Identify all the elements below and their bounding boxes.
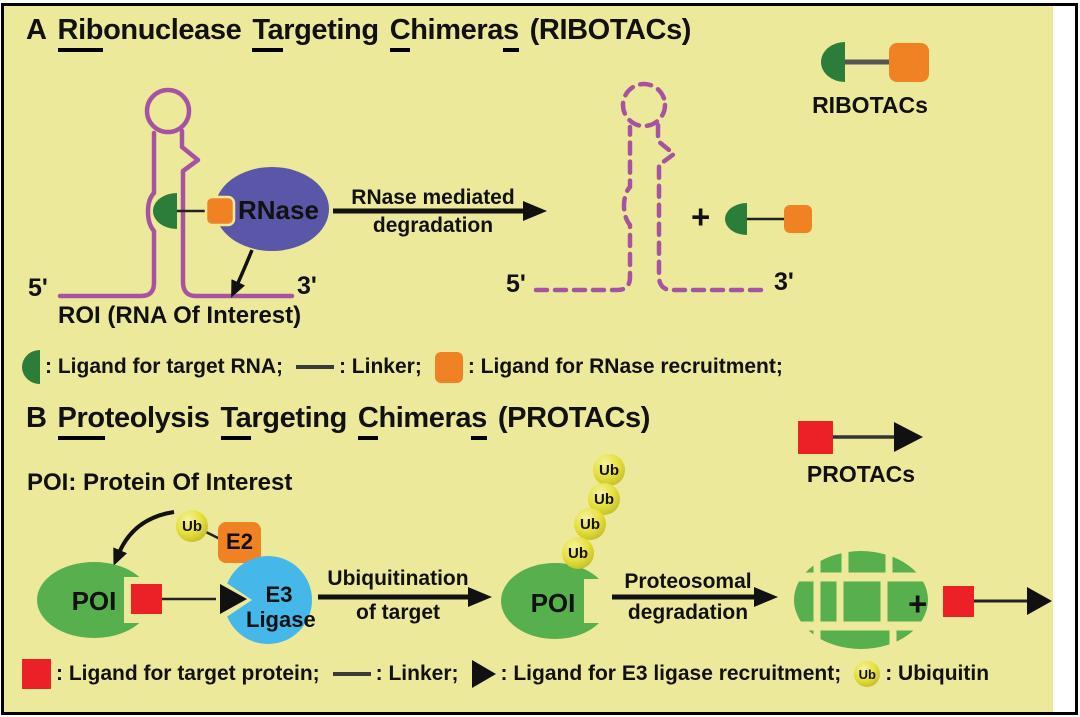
ribotacs-legend-icon [821, 42, 929, 82]
linker-line-icon [295, 365, 334, 369]
e3-ligase-label: E3 Ligase [246, 582, 316, 632]
rnase-ligand-icon [434, 351, 463, 383]
title-acronym: (RIBOTACs) [529, 14, 692, 46]
degraded-rna-hairpin-icon [533, 81, 771, 293]
ub-transfer-arrow [113, 510, 175, 566]
panel-a-legend: : Ligand for target RNA; : Linker; : Lig… [22, 350, 791, 384]
protein-ligand-icon [131, 584, 162, 614]
ubiquitin-icon: Ub [176, 510, 208, 542]
title-word: Chimeras [357, 402, 487, 440]
roi-label: ROI (RNA Of Interest) [58, 302, 302, 329]
rnase-ligand-icon [204, 195, 236, 227]
ub-label: Ub [182, 517, 202, 535]
title-acronym: (PROTACs) [497, 402, 651, 434]
poi-label: POI [71, 586, 117, 616]
title-word: Targeting [220, 402, 347, 440]
e3-ligand-icon [471, 660, 496, 688]
rnase-label: RNase [238, 195, 319, 225]
ub-label: Ub [568, 544, 588, 562]
poi2-label: POI [530, 588, 576, 618]
arrow-b2-label-top: Proteosomal [624, 570, 752, 593]
e3-label-line2: Ligase [246, 607, 316, 632]
legend-b-recruit-text: : Ligand for E3 ligase recruitment; [500, 662, 842, 685]
legend-a-linker-text: : Linker; [338, 355, 422, 378]
rna-hairpin-icon [57, 87, 295, 299]
released-protac-icon [943, 586, 1052, 617]
product-three-prime-label: 3' [774, 268, 794, 296]
linker-line-icon [332, 672, 371, 676]
rnase-enzyme-shape [215, 167, 329, 251]
ubiquitin-icon: Ub [854, 661, 881, 687]
ub-label: Ub [599, 461, 619, 479]
e2-enzyme-shape [218, 522, 261, 563]
legend-a-recruit-text: : Ligand for RNase recruitment; [467, 355, 783, 378]
released-ribotac-icon [725, 203, 812, 235]
protacs-legend-icon [798, 421, 923, 454]
rna-ligand-icon [153, 193, 177, 229]
title-word: Chimeras [389, 14, 519, 52]
arrow-b2-label-bottom: degradation [627, 601, 749, 624]
ubiquitin-icon: Ub [574, 508, 606, 540]
poi-ubiquitinated-shape [501, 563, 616, 639]
legend-b-ubiquitin-text: : Ubiquitin [885, 662, 990, 685]
degraded-protein-icon [792, 546, 930, 652]
figure-border [1, 3, 1078, 715]
e3-ligand-icon [220, 584, 247, 614]
panel-a-title: A Ribonuclease Targeting Chimeras (RIBOT… [26, 14, 691, 52]
ubiquitin-icon: Ub [588, 483, 620, 515]
ubiquitin-icon: Ub [593, 454, 625, 486]
protein-ligand-icon [22, 659, 51, 689]
e3-label-line1: E3 [265, 582, 293, 607]
ribotacs-legend-label: RIBOTACs [812, 92, 928, 118]
arrow-a-label-bottom: degradation [372, 214, 494, 237]
panel-letter: B [26, 402, 47, 434]
e2-label: E2 [226, 529, 253, 554]
plus-sign-a: + [691, 198, 711, 235]
legend-a-target-text: : Ligand for target RNA; [45, 355, 283, 378]
panel-letter: A [26, 14, 47, 46]
arrow-a-label-top: RNase mediated [351, 186, 515, 209]
protacs-legend-label: PROTACs [806, 461, 916, 487]
five-prime-label: 5' [28, 274, 48, 302]
panel-b-title: B Proteolysis Targeting Chimeras (PROTAC… [26, 402, 650, 440]
rna-ligand-icon [22, 350, 40, 384]
ub-label: Ub [858, 666, 876, 682]
plus-sign-b: + [908, 585, 928, 622]
three-prime-label: 3' [297, 272, 317, 300]
cleavage-arrow [231, 249, 254, 298]
legend-b-linker-text: : Linker; [375, 662, 459, 685]
product-five-prime-label: 5' [506, 270, 526, 298]
arrow-b1-label-top: Ubiquitination [327, 567, 469, 590]
title-word: Ribonuclease [57, 14, 242, 52]
legend-b-target-text: : Ligand for target protein; [56, 662, 320, 685]
ub-label: Ub [594, 490, 614, 508]
arrow-b1-label-bottom: of target [356, 601, 440, 624]
title-word: Proteolysis [57, 402, 210, 440]
poi-definition-label: POI: Protein Of Interest [27, 469, 293, 496]
ub-label: Ub [580, 515, 600, 533]
title-word: Targeting [252, 14, 379, 52]
ubiquitin-icon: Ub [562, 537, 594, 569]
panel-b-legend: : Ligand for target protein; : Linker; :… [22, 659, 997, 689]
